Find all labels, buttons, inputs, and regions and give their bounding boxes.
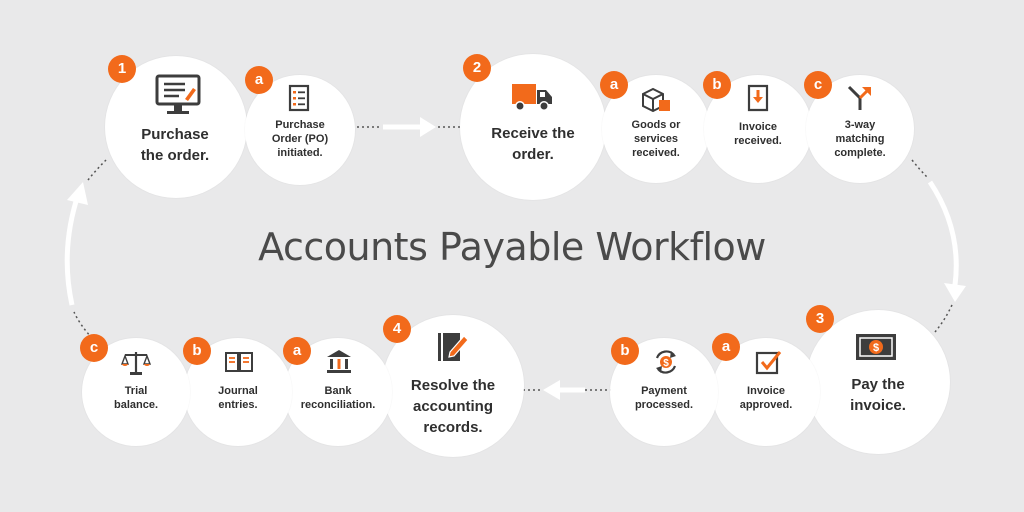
step-3b-label: Payment processed. (634, 385, 694, 411)
delivery-truck-icon (512, 84, 552, 111)
step-2-badge: 2 (463, 54, 491, 82)
computer-monitor-icon (155, 74, 201, 114)
step-2b-label: Invoice received. (734, 121, 782, 147)
step-1-label: Purchase the order. (140, 126, 210, 164)
connector-1-to-2 (352, 117, 460, 137)
step-1a-circle (245, 75, 355, 185)
checkbox-check-icon (755, 351, 782, 375)
balance-scale-icon (121, 352, 151, 375)
svg-text:$: $ (873, 342, 879, 354)
connector-2-to-3 (911, 159, 966, 333)
step-2c-badge: c (804, 71, 832, 99)
document-list-icon (288, 84, 310, 112)
step-3-badge: 3 (806, 305, 834, 333)
step-4c-badge: c (80, 334, 108, 362)
invoice-download-icon (747, 84, 769, 112)
step-3-label: Pay the invoice. (850, 376, 906, 414)
bank-building-icon (327, 350, 351, 373)
dollar-refresh-icon: $ (655, 350, 677, 374)
step-1a-label: Purchase Order (PO) initiated. (271, 119, 329, 159)
step-4-badge: 4 (383, 315, 411, 343)
step-2a-badge: a (600, 71, 628, 99)
step-4-label: Resolve the accounting records. (410, 377, 496, 436)
connector-3-to-4 (522, 380, 612, 400)
step-4c-label: Trial balance. (113, 385, 159, 411)
step-3a-label: Invoice approved. (739, 385, 793, 411)
step-3a-badge: a (712, 333, 740, 361)
open-book-icon (225, 352, 253, 372)
step-3b-badge: b (611, 337, 639, 365)
step-4b-badge: b (183, 337, 211, 365)
step-4a-label: Bank reconciliation. (300, 385, 376, 411)
package-boxes-icon (642, 87, 670, 113)
dollar-bill-icon: $ (856, 334, 896, 360)
step-2a-label: Goods or services received. (631, 119, 681, 159)
step-4b-label: Journal entries. (218, 385, 258, 411)
merge-arrow-icon (847, 85, 871, 110)
step-2c-label: 3-way matching complete. (834, 119, 886, 159)
ledger-edit-icon (438, 333, 469, 361)
step-2b-badge: b (703, 71, 731, 99)
svg-text:$: $ (663, 358, 669, 369)
step-1a-badge: a (245, 66, 273, 94)
step-1-badge: 1 (108, 55, 136, 83)
step-4a-badge: a (283, 337, 311, 365)
step-2-label: Receive the order. (491, 125, 575, 163)
connector-4-to-1 (64, 159, 107, 339)
diagram-title: Accounts Payable Workflow (258, 225, 766, 269)
